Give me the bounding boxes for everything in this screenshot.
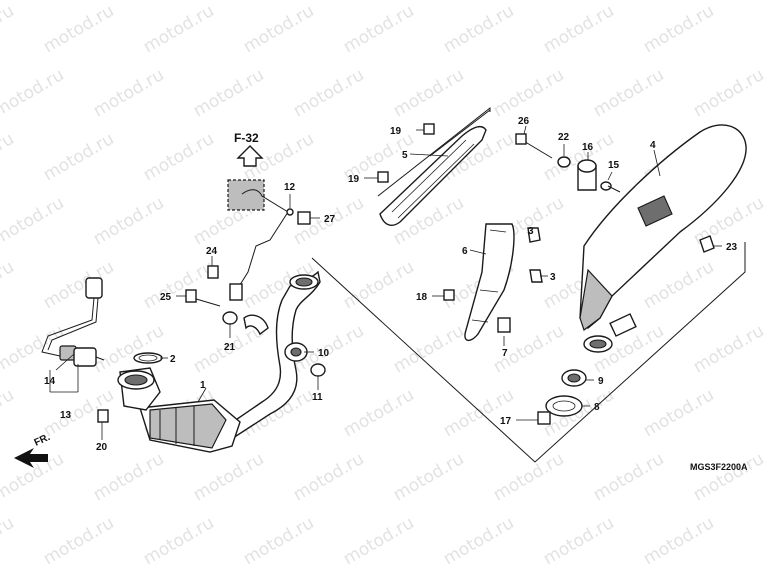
callout-1: 1 bbox=[200, 380, 206, 391]
leader-lines bbox=[49, 125, 722, 440]
sensor-cable bbox=[227, 179, 294, 301]
upper-heat-shield bbox=[377, 123, 487, 226]
ref-arrow bbox=[236, 145, 264, 167]
callout-3a: 3 bbox=[528, 226, 534, 237]
callout-19a: 19 bbox=[390, 126, 402, 137]
callout-9: 9 bbox=[598, 376, 604, 387]
callout-23: 23 bbox=[726, 242, 738, 253]
muffler bbox=[579, 124, 747, 353]
callout-5: 5 bbox=[402, 150, 408, 161]
callout-3b: 3 bbox=[550, 272, 556, 283]
callout-8: 8 bbox=[594, 402, 600, 413]
callout-20: 20 bbox=[96, 442, 108, 453]
callout-6: 6 bbox=[462, 246, 468, 257]
callout-7: 7 bbox=[502, 348, 508, 359]
ref-arrow-label: F-32 bbox=[234, 131, 259, 145]
lower-heat-shield bbox=[443, 223, 543, 341]
callout-26: 26 bbox=[518, 116, 530, 127]
callout-11: 11 bbox=[312, 392, 323, 403]
callout-17: 17 bbox=[500, 416, 512, 427]
callout-22: 22 bbox=[558, 132, 570, 143]
callout-21: 21 bbox=[224, 342, 236, 353]
front-label: FR. bbox=[33, 432, 52, 449]
grommet-collar bbox=[284, 342, 326, 377]
muffler-mount-hardware bbox=[515, 133, 621, 193]
callout-labels: 1 2 3 3 4 5 6 7 8 9 10 11 12 13 14 15 16… bbox=[33, 116, 748, 472]
callout-14: 14 bbox=[44, 376, 56, 387]
callout-18: 18 bbox=[416, 292, 428, 303]
callout-2: 2 bbox=[170, 354, 176, 365]
diagram-ref-code: MGS3F2200A bbox=[690, 462, 748, 472]
callout-25: 25 bbox=[160, 292, 172, 303]
o2-sensor bbox=[41, 277, 105, 367]
callout-12: 12 bbox=[284, 182, 296, 193]
callout-15: 15 bbox=[608, 160, 620, 171]
exhaust-pipe bbox=[117, 270, 321, 453]
callout-16: 16 bbox=[582, 142, 594, 153]
gasket bbox=[133, 352, 163, 364]
front-arrow-icon bbox=[14, 448, 48, 468]
callout-27: 27 bbox=[324, 214, 336, 225]
callout-13: 13 bbox=[60, 410, 72, 421]
callout-24: 24 bbox=[206, 246, 218, 257]
clamp-bolt bbox=[185, 211, 311, 336]
joint-clamp bbox=[97, 369, 587, 425]
callout-4: 4 bbox=[650, 140, 656, 151]
callout-10: 10 bbox=[318, 348, 330, 359]
callout-19b: 19 bbox=[348, 174, 360, 185]
group-boundary-lines bbox=[311, 106, 746, 463]
